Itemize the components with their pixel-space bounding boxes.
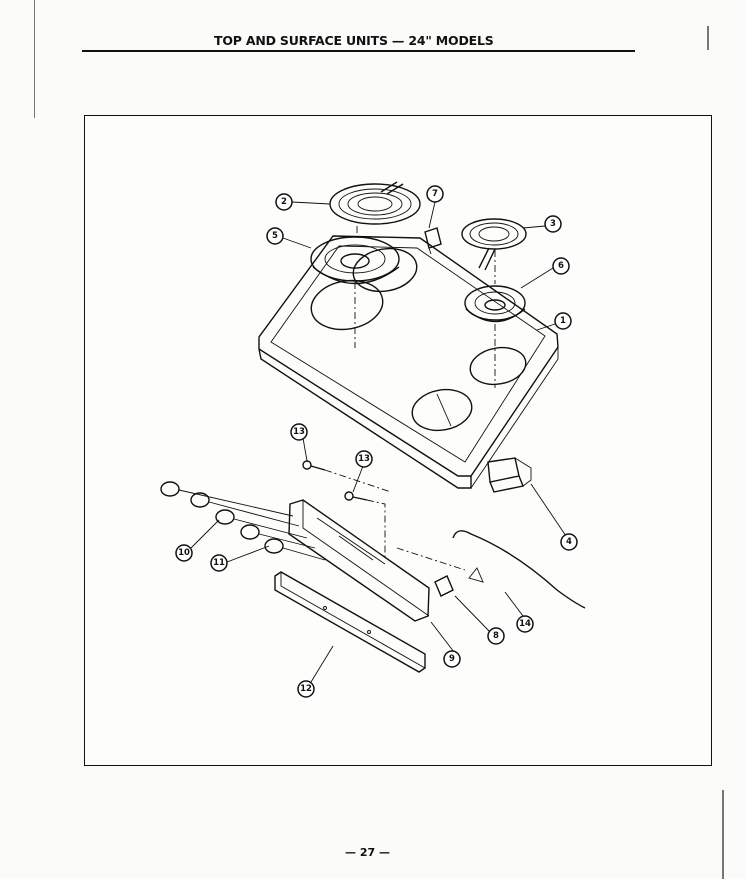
svg-text:3: 3 [550, 219, 556, 229]
callout-3: 3 [544, 215, 562, 233]
scan-edge-left [34, 0, 35, 118]
manifold-panel [274, 571, 426, 673]
title-rule [82, 50, 635, 52]
svg-text:12: 12 [300, 684, 312, 694]
control-panel [288, 499, 430, 622]
callout-2: 2 [275, 193, 293, 211]
drip-pan-small [464, 285, 526, 323]
control-knobs [160, 481, 326, 561]
infinite-switch [434, 575, 454, 597]
svg-text:2: 2 [281, 197, 287, 207]
callout-1: 1 [554, 312, 572, 330]
cooktop-main-top [258, 235, 559, 489]
callout-13-right: 13 [355, 450, 373, 468]
page-number: — 27 — [345, 846, 390, 859]
svg-text:7: 7 [432, 189, 438, 199]
callout-6: 6 [552, 257, 570, 275]
exploded-parts-diagram: 2 5 7 3 6 1 13 13 4 10 11 14 8 9 12 [160, 181, 586, 698]
svg-text:11: 11 [213, 558, 225, 568]
element-receptacle [487, 457, 532, 493]
surface-element-small [461, 218, 527, 271]
leader-lines [190, 201, 567, 683]
svg-text:1: 1 [560, 316, 566, 326]
callout-10: 10 [175, 544, 193, 562]
svg-text:10: 10 [178, 548, 190, 558]
svg-text:13: 13 [358, 454, 370, 464]
drip-pan-large [310, 236, 400, 285]
callout-13-left: 13 [290, 423, 308, 441]
callout-14: 14 [516, 615, 534, 633]
svg-text:9: 9 [449, 654, 455, 664]
svg-text:6: 6 [558, 261, 564, 271]
svg-text:14: 14 [519, 619, 531, 629]
terminal-block-bracket [424, 227, 442, 255]
page-title: TOP AND SURFACE UNITS — 24" MODELS [214, 33, 494, 48]
scan-edge-right-top [707, 26, 709, 50]
surface-element-large [329, 181, 421, 225]
scan-edge-right-bottom [722, 790, 724, 879]
svg-text:13: 13 [293, 427, 305, 437]
callout-7: 7 [426, 185, 444, 203]
callout-4: 4 [560, 533, 578, 551]
mounting-screw-right [344, 491, 368, 501]
callout-8: 8 [487, 627, 505, 645]
diagram-frame: 2 5 7 3 6 1 13 13 4 10 11 14 8 9 12 [84, 115, 712, 766]
svg-text:4: 4 [566, 537, 572, 547]
svg-text:5: 5 [272, 231, 278, 241]
callout-12: 12 [297, 680, 315, 698]
callout-11: 11 [210, 554, 228, 572]
callout-9: 9 [443, 650, 461, 668]
wire-harness [396, 530, 586, 609]
mounting-screw-left [302, 460, 326, 471]
svg-text:8: 8 [493, 631, 499, 641]
callout-5: 5 [266, 227, 284, 245]
